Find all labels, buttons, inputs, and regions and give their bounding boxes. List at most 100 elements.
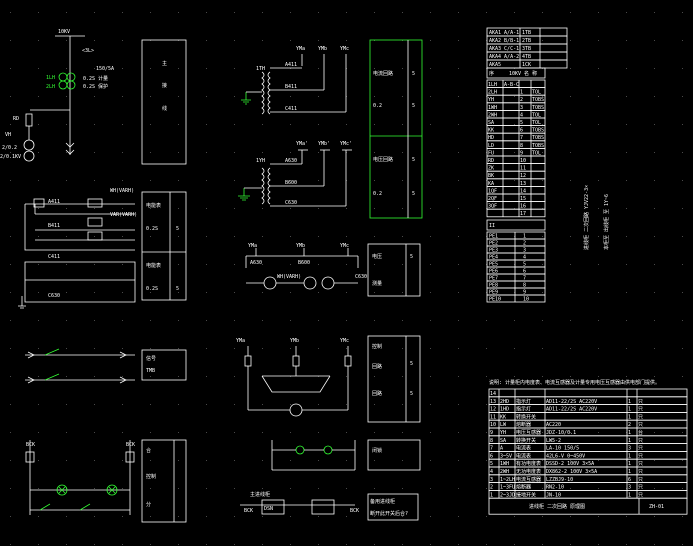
meter-wiring-left: A411 B411 WH(VARH) VAR(VARH) C411 C630 bbox=[18, 188, 137, 309]
table1-cell: 12 bbox=[520, 173, 526, 179]
svg-text:BCK: BCK bbox=[350, 508, 359, 514]
signal-circuit bbox=[25, 348, 135, 384]
bom-cell: AC220 bbox=[546, 422, 561, 428]
svg-text:测量: 测量 bbox=[372, 280, 382, 287]
rd-label: RD bbox=[13, 116, 19, 122]
bom-cell: 电流互感器 bbox=[516, 476, 541, 483]
table1-cell: LD bbox=[488, 143, 494, 149]
svg-text:VAR(VARH): VAR(VARH) bbox=[110, 212, 137, 218]
bom-cell: 无功电度表 bbox=[516, 468, 541, 475]
table1-cell: 17 bbox=[520, 211, 526, 217]
bom-cell: 2~3JD bbox=[500, 492, 515, 498]
svg-text:控制: 控制 bbox=[146, 473, 156, 480]
svg-text:A630: A630 bbox=[285, 158, 297, 164]
svg-text:合: 合 bbox=[146, 447, 151, 454]
pt-ratio2: 2/0.1KV bbox=[0, 154, 21, 160]
svg-text:5: 5 bbox=[410, 391, 413, 397]
table1-cell: TOBS bbox=[532, 135, 544, 141]
svg-text:A411: A411 bbox=[285, 62, 297, 68]
bom-cell: 1 bbox=[628, 438, 631, 444]
table2-cell: 7 bbox=[523, 276, 526, 282]
ct-acc1: 0.2S 计量 bbox=[83, 75, 108, 82]
bom-note: 说明: 计量柜内电度表、电流互感器及计量专用电压互感器由供电部门提供。 bbox=[489, 379, 660, 386]
table1-cell: TOL bbox=[532, 120, 541, 126]
svg-text:WH(VARH): WH(VARH) bbox=[110, 188, 134, 194]
bom-cell: 只 bbox=[638, 399, 643, 405]
side-box-2: 电流回路 0.2 电压回路 0.2 5 5 5 5 bbox=[369, 39, 423, 219]
legend-row: 4TB bbox=[522, 54, 531, 60]
table1-cell: 3QF bbox=[488, 204, 497, 210]
bom-cell: 8 bbox=[490, 438, 493, 444]
table1-cell: 13 bbox=[520, 181, 526, 187]
bom-cell: 只 bbox=[638, 485, 643, 491]
bom-cell: 熔断器 bbox=[516, 484, 531, 491]
bom-cell: AD11-22/2S AC220V bbox=[546, 407, 597, 413]
svg-text:主进线柜: 主进线柜 bbox=[250, 491, 270, 498]
table2-cell: 8 bbox=[523, 283, 526, 289]
bom-cell: 1 bbox=[490, 492, 493, 498]
table2-cell: PE3 bbox=[489, 248, 498, 254]
bom-cell: DX862-2 100V 3×5A bbox=[546, 469, 597, 475]
bom-cell: 1 bbox=[628, 469, 631, 475]
svg-text:5: 5 bbox=[410, 361, 413, 367]
svg-text:BCK: BCK bbox=[26, 442, 35, 448]
table1-cell: 10 bbox=[520, 158, 526, 164]
svg-text:YMc': YMc' bbox=[340, 141, 352, 147]
table1-cell: A-B-C bbox=[504, 82, 519, 88]
table1-cell: 6 bbox=[520, 128, 523, 134]
bom-cell: 3 bbox=[628, 485, 631, 491]
legend-row: AKA4 A/A-2 bbox=[489, 54, 519, 60]
svg-text:B411: B411 bbox=[285, 84, 297, 90]
legend-row: 3TB bbox=[522, 46, 531, 52]
table1-head: 10KV 名 称 bbox=[509, 70, 537, 77]
svg-text:YMc: YMc bbox=[340, 338, 349, 344]
svg-text:B600: B600 bbox=[285, 180, 297, 186]
svg-text:0.2S: 0.2S bbox=[146, 226, 158, 232]
bom-code: ZH-01 bbox=[649, 504, 664, 510]
bom-cell: 有功电度表 bbox=[516, 460, 541, 467]
bom-cell: 指示灯 bbox=[516, 406, 531, 413]
bom-cell: 7 bbox=[490, 446, 493, 452]
bom-cell: RN2-10 bbox=[546, 485, 564, 491]
bom-cell: 11 bbox=[490, 414, 496, 420]
bom-cell: LZZBJ9-10 bbox=[546, 477, 573, 483]
table2-cell: 3 bbox=[523, 248, 526, 254]
bom-cell: 1 bbox=[628, 399, 631, 405]
side-box-4: 信号 TMB bbox=[141, 349, 187, 381]
bom-cell: 9 bbox=[490, 430, 493, 436]
table2-head: II bbox=[489, 223, 495, 229]
svg-text:YMb: YMb bbox=[290, 338, 299, 344]
bom-cell: 电流表 bbox=[516, 445, 531, 452]
bom-cell: 只 bbox=[638, 446, 643, 452]
bom-cell: YH bbox=[500, 430, 506, 436]
table1-cell: 15 bbox=[520, 196, 526, 202]
table1-cell: TOBS bbox=[532, 128, 544, 134]
svg-text:回路: 回路 bbox=[372, 363, 382, 370]
table2-cell: PE6 bbox=[489, 269, 498, 275]
table1-cell: 7 bbox=[520, 135, 523, 141]
table1-cell: TOBS bbox=[532, 97, 544, 103]
bom-cell: 1 bbox=[628, 414, 631, 420]
bom-cell: 1 bbox=[628, 492, 631, 498]
table1-cell: TOL bbox=[532, 150, 541, 156]
svg-text:电压回路: 电压回路 bbox=[373, 156, 393, 163]
bom-cell: 2 bbox=[628, 422, 631, 428]
svg-text:信号: 信号 bbox=[146, 355, 156, 362]
svg-text:电能表: 电能表 bbox=[146, 262, 161, 269]
svg-text:电压: 电压 bbox=[372, 253, 382, 260]
table2-cell: PE1 bbox=[489, 234, 498, 240]
bom-cell: A bbox=[500, 446, 503, 452]
control-circuit: BCK BCK bbox=[25, 440, 135, 515]
legend-row: 2TB bbox=[522, 38, 531, 44]
bom-cell: 只 bbox=[638, 492, 643, 498]
svg-text:YMb: YMb bbox=[296, 243, 305, 249]
table1-cell: HD bbox=[488, 135, 494, 141]
bom-cell: 2HD bbox=[500, 399, 509, 405]
bom-cell: 转换开关 bbox=[516, 413, 536, 420]
table2-cell: 6 bbox=[523, 269, 526, 275]
legend-row: AKA2 B/B-1 bbox=[489, 38, 519, 44]
svg-text:1TH: 1TH bbox=[256, 66, 265, 72]
